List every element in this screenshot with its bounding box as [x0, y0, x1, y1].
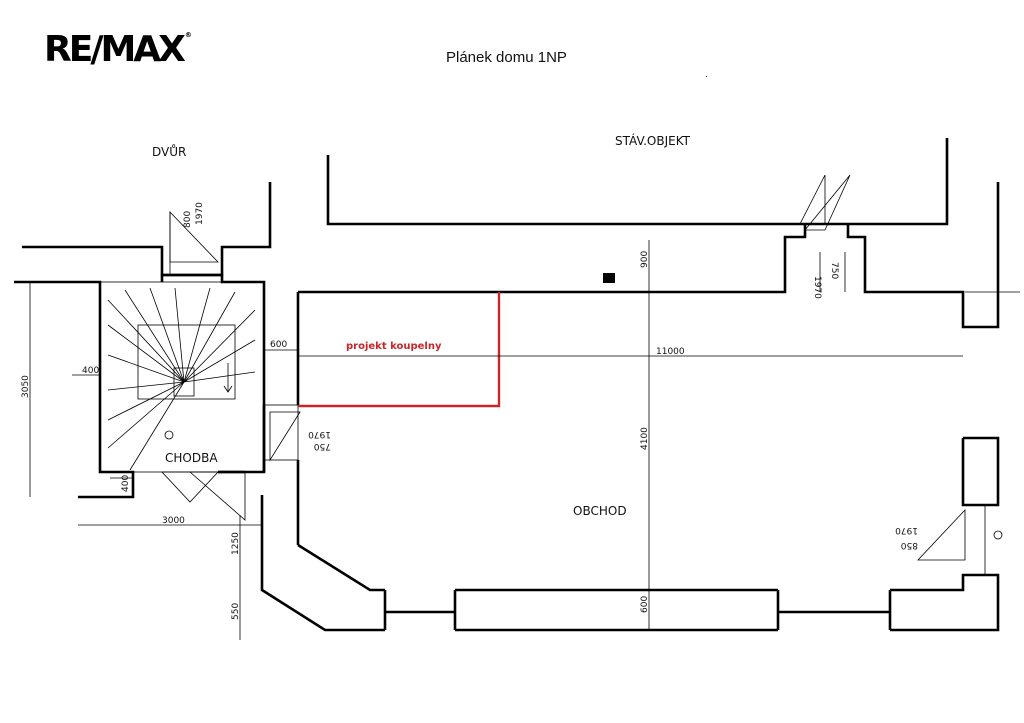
dim-600-left: 600 — [270, 340, 287, 350]
dim-1970-stairs: 1970 — [195, 202, 205, 225]
dim-800: 800 — [183, 211, 193, 228]
dim-850-right: 850 — [901, 540, 918, 550]
dim-400-stairs: 400 — [82, 366, 99, 376]
marker-square — [603, 273, 615, 283]
dim-400-bottom: 400 — [121, 475, 131, 492]
remax-logo: RE/MAX® — [44, 29, 192, 70]
dimension-lines — [29, 240, 1020, 640]
label-courtyard: DVŮR — [152, 144, 186, 159]
label-existing-building: STÁV.OBJEKT — [615, 133, 691, 148]
courtyard-wall — [22, 182, 272, 277]
dim-750-top: 750 — [829, 262, 839, 279]
dim-3050: 3050 — [21, 375, 31, 398]
plan-title: Plánek domu 1NP — [446, 49, 567, 66]
dim-11000: 11000 — [656, 347, 685, 357]
dim-550: 550 — [231, 603, 241, 620]
dim-600-bottom: 600 — [640, 596, 650, 613]
dim-4100: 4100 — [640, 427, 650, 450]
stair-treads — [107, 287, 256, 471]
dim-1970-top: 1970 — [812, 276, 822, 299]
stair-core — [173, 367, 195, 397]
dim-1970-mid: 1970 — [308, 429, 331, 439]
dim-3000: 3000 — [162, 516, 185, 526]
label-bathroom-project: projekt koupelny — [346, 341, 442, 352]
dim-900: 900 — [640, 251, 650, 268]
existing-building-wall — [326, 138, 949, 226]
label-shop: OBCHOD — [573, 504, 627, 518]
shop-wall-bottom — [297, 543, 385, 592]
dim-1250: 1250 — [231, 532, 241, 555]
stair-hall-wall — [160, 273, 266, 474]
dim-750-mid: 750 — [314, 441, 331, 451]
label-corridor: CHODBA — [165, 451, 218, 465]
bathroom-project-outline — [298, 292, 501, 408]
dim-1970-right: 1970 — [895, 525, 918, 535]
shop-wall-top — [298, 224, 807, 294]
